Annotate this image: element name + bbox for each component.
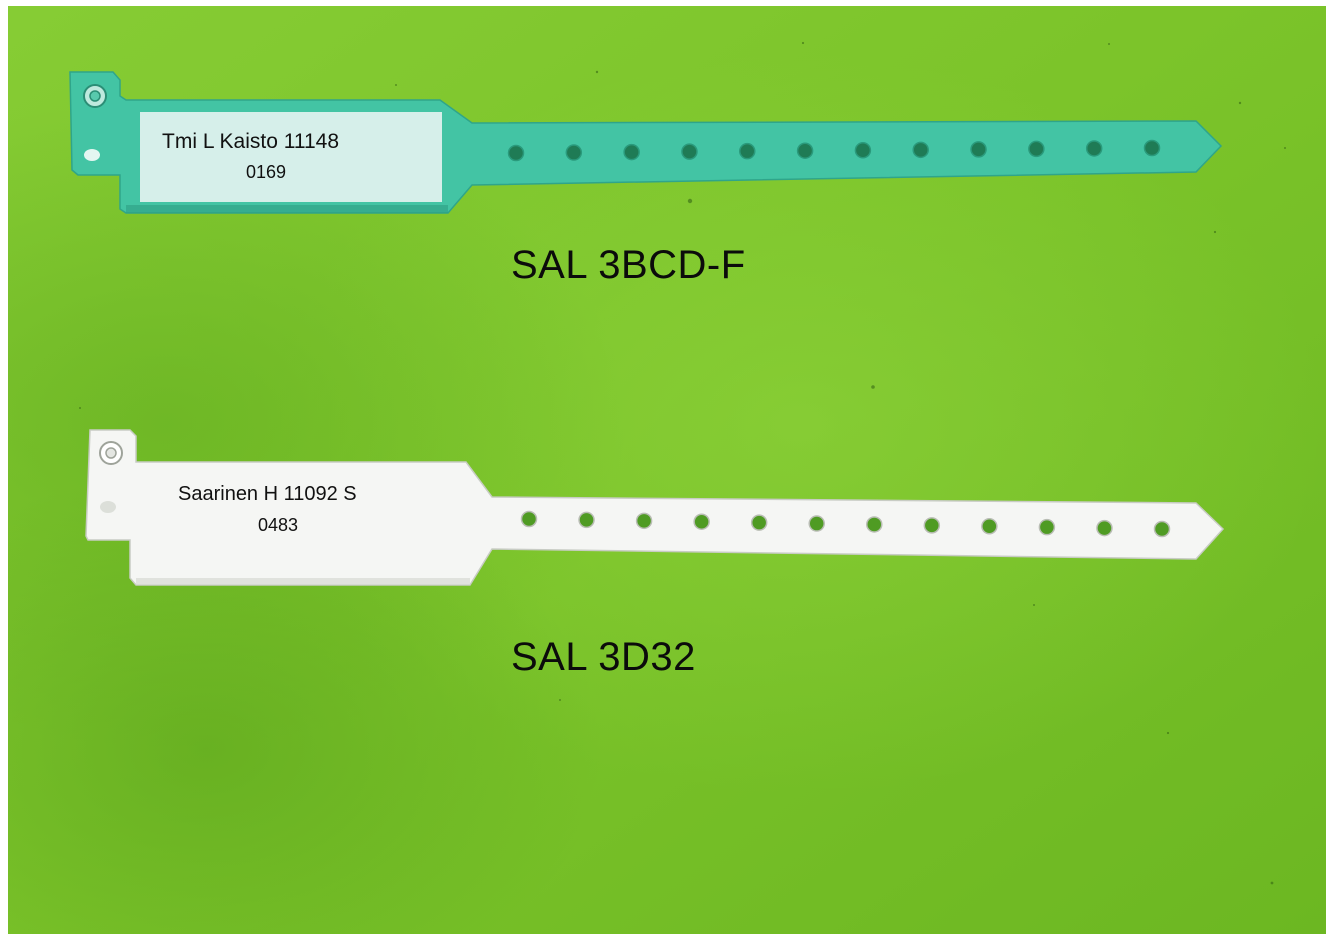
strap-hole xyxy=(866,516,883,533)
white-band-product-code: SAL 3D32 xyxy=(511,635,696,679)
strap-hole xyxy=(1028,140,1045,158)
background-specks xyxy=(79,41,1286,885)
snap-stud xyxy=(84,149,100,161)
strap-hole xyxy=(635,512,653,530)
teal-band-label-sticker xyxy=(140,112,442,202)
strap-hole xyxy=(623,143,640,161)
strap-hole xyxy=(1143,139,1161,157)
strap-hole xyxy=(1153,520,1171,538)
strap-hole xyxy=(739,142,756,160)
strap-hole xyxy=(681,143,698,160)
strap-hole xyxy=(1085,140,1103,157)
strap-hole xyxy=(693,513,710,530)
strap-hole xyxy=(796,142,814,159)
strap-hole xyxy=(565,144,583,161)
strap-hole xyxy=(1038,518,1056,536)
strap-hole xyxy=(854,142,872,159)
teal-band-number-line: 0169 xyxy=(246,162,286,182)
teal-wristband: Tmi L Kaisto 11148 0169 xyxy=(69,71,1223,214)
snap-stud xyxy=(100,501,116,513)
strap-hole xyxy=(808,515,825,532)
strap-hole xyxy=(923,517,941,534)
white-wristband: Saarinen H 11092 S 0483 xyxy=(85,429,1225,586)
teal-band-name-line: Tmi L Kaisto 11148 xyxy=(162,130,339,153)
strap-hole xyxy=(520,510,538,528)
strap-hole xyxy=(912,141,929,159)
strap-hole xyxy=(578,511,595,529)
white-band-name-line: Saarinen H 11092 S xyxy=(178,483,357,505)
strap-hole xyxy=(981,518,998,535)
strap-hole xyxy=(970,141,987,158)
teal-band-product-code: SAL 3BCD-F xyxy=(511,243,746,287)
strap-hole xyxy=(1096,519,1113,537)
white-band-body xyxy=(85,429,1225,586)
white-band-holes xyxy=(520,510,1171,538)
strap-hole xyxy=(507,144,525,162)
strap-hole xyxy=(750,514,768,531)
white-band-number-line: 0483 xyxy=(258,515,298,535)
teal-band-holes xyxy=(507,139,1161,162)
